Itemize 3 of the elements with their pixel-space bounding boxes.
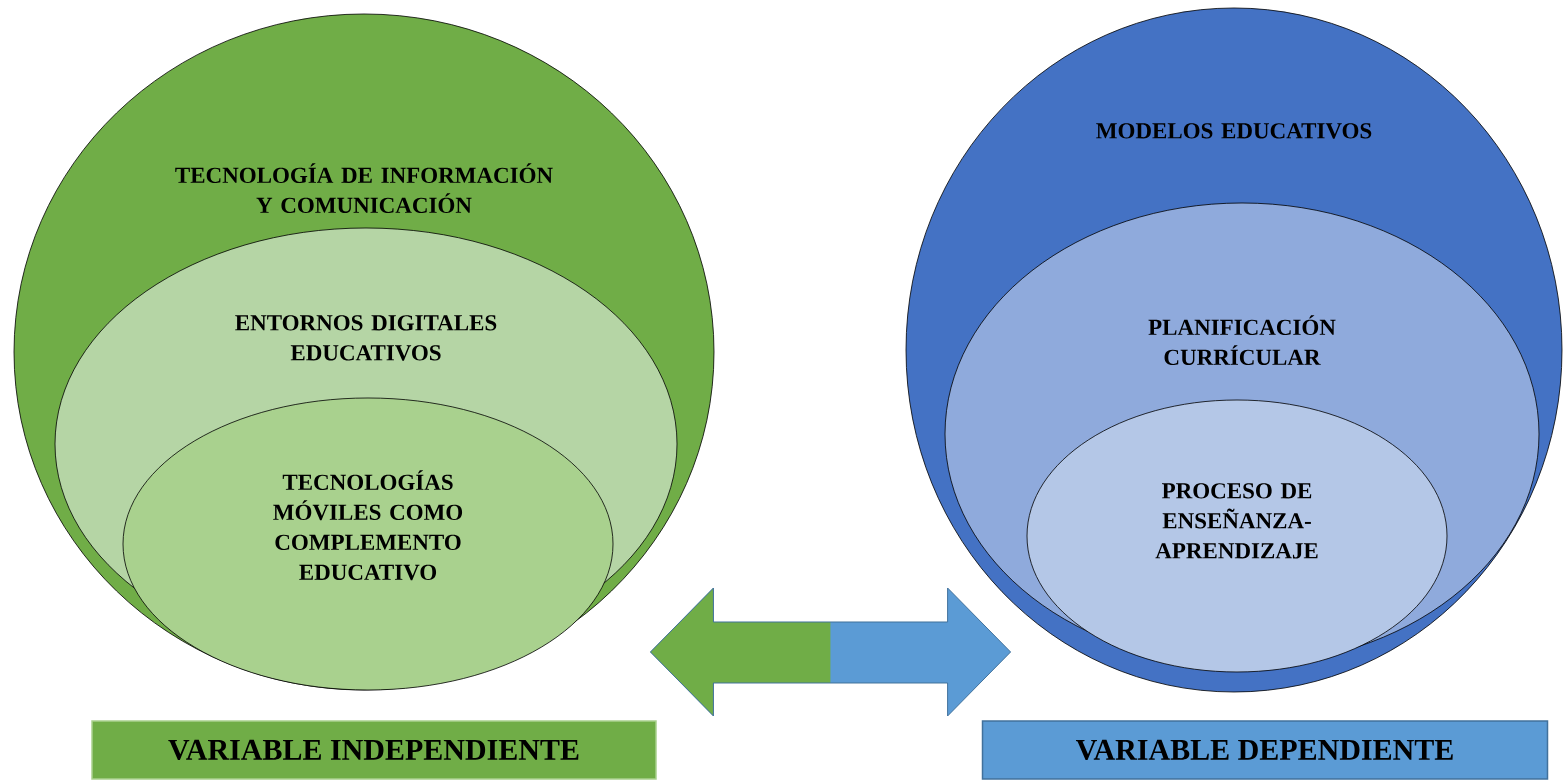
variable-box: VARIABLE INDEPENDIENTE [91,720,657,780]
double-arrow [649,587,1012,717]
variable-box: VARIABLE DEPENDIENTE [981,720,1549,780]
